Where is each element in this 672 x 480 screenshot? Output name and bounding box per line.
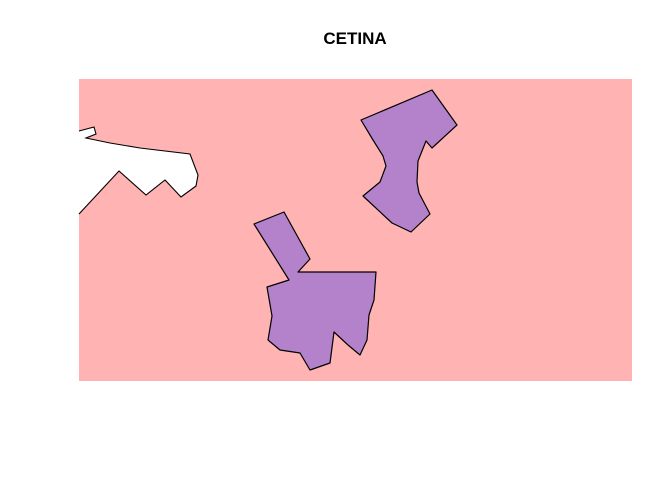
outside-region [79,79,198,214]
map-title: CETINA [323,29,387,48]
outside-region-border [78,126,199,215]
highlighted-parcel-2 [253,211,377,371]
highlighted-parcel-1 [360,89,458,233]
